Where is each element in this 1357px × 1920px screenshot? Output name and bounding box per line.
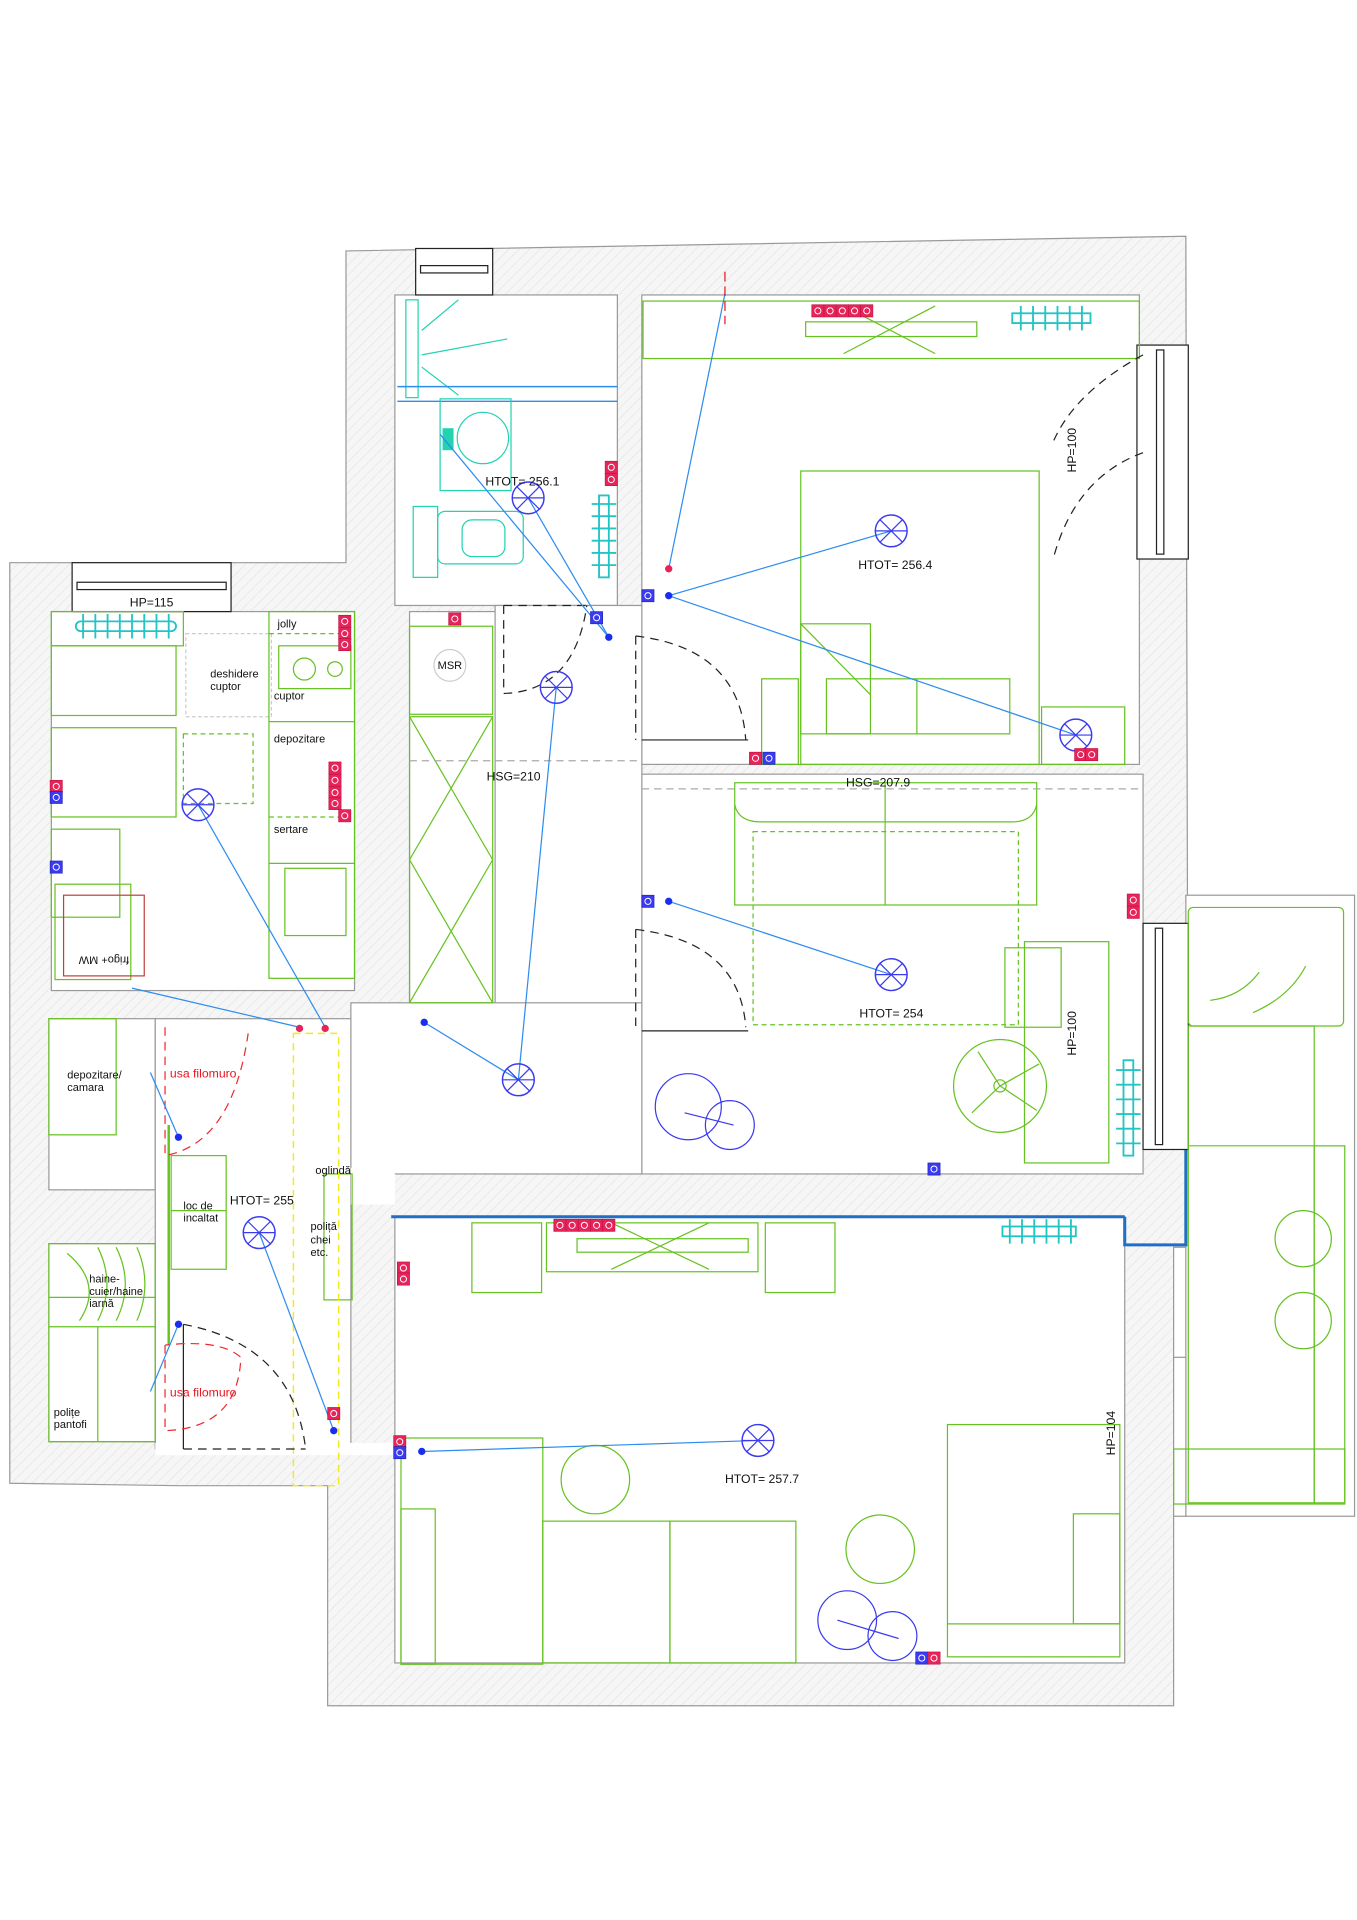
- shoe-shelves-label-2: pantofi: [54, 1419, 87, 1431]
- oven-opening-label-2: cuptor: [210, 681, 241, 693]
- tv-unit: [471, 1222, 836, 1294]
- corner-sofa: [400, 1423, 1121, 1665]
- living-window-height: HP=100: [1065, 1011, 1079, 1056]
- hall-connector: [350, 1002, 643, 1175]
- bathroom-ceiling-height: HTOT= 256.1: [485, 475, 559, 489]
- switches: [174, 565, 673, 1456]
- window-living: [1142, 922, 1189, 1151]
- kitchen-window-height: HP=115: [130, 596, 174, 610]
- hidden-door-storage-label: usa filomuro: [170, 1066, 237, 1080]
- kitchen: [50, 610, 356, 992]
- key-shelf-label-2: chei: [311, 1235, 331, 1247]
- storage-label: depozitare: [274, 733, 325, 745]
- oven-label: cuptor: [274, 691, 305, 703]
- corridor-closet: [408, 610, 496, 1010]
- doors: [164, 604, 749, 1450]
- radiator-bathroom: [591, 494, 617, 579]
- pendant-lamp-lower: [817, 1590, 918, 1662]
- wardrobe-room: [48, 1243, 156, 1443]
- electrical-wiring: [131, 271, 1077, 1453]
- clothes-label-2: cuier/haine: [89, 1286, 143, 1298]
- key-shelf-label-1: poliță: [311, 1221, 338, 1233]
- radiator-bedroom: [1011, 305, 1092, 331]
- living-ceiling-height: HTOT= 254: [859, 1006, 923, 1020]
- lower-living-window-height: HP=104: [1104, 1411, 1118, 1456]
- balcony: [1185, 894, 1356, 1517]
- shoe-shelves-label-1: polițe: [54, 1407, 80, 1419]
- radiator-lower-living: [1001, 1219, 1077, 1244]
- toilet: [412, 505, 524, 578]
- corridor-wardrobe: [408, 625, 494, 1004]
- window-bedroom: [1136, 344, 1189, 560]
- bedroom-wardrobe: [642, 300, 1141, 360]
- window-kitchen: [71, 562, 232, 613]
- bedroom-ceiling-height: HTOT= 256.4: [858, 558, 932, 572]
- radiator-kitchen: [74, 614, 177, 639]
- sofa-living: [734, 782, 1038, 1026]
- meter-label: MSR: [438, 660, 463, 672]
- drawers-label: sertare: [274, 824, 308, 836]
- shoe-place-label-2: incaltat: [183, 1213, 218, 1225]
- jolly-label: jolly: [277, 618, 297, 630]
- hall-storage-label-1: depozitare/: [67, 1070, 122, 1082]
- clothes-label-1: haine-: [89, 1274, 120, 1286]
- storage-room: [48, 1018, 156, 1191]
- bedroom-window-height: HP=100: [1065, 428, 1079, 473]
- hallway-ceiling-height: HTOT= 255: [230, 1194, 294, 1208]
- hall-furniture: [48, 1018, 353, 1443]
- mirror-label: oglindă: [315, 1165, 351, 1177]
- pendant-lamp-living: [654, 1073, 755, 1151]
- balcony-furniture: [1173, 906, 1346, 1505]
- hidden-door-wardrobe-label: usa filomuro: [170, 1385, 237, 1399]
- key-shelf-label-3: etc.: [311, 1247, 329, 1259]
- oven-opening-label-1: deshidere: [210, 669, 258, 681]
- radiator-living: [1116, 1059, 1141, 1157]
- kitchen-units: [50, 610, 356, 981]
- sink: [439, 398, 512, 492]
- corridor-false-ceiling: HSG=210: [487, 769, 541, 783]
- hall-storage-label-2: camara: [67, 1082, 105, 1094]
- shoe-place-label-1: loc de: [183, 1200, 212, 1212]
- entrance-hall: [154, 1018, 352, 1450]
- clothes-label-3: iarnă: [89, 1298, 114, 1310]
- living-false-ceiling: HSG=207.9: [846, 775, 910, 789]
- fridge-mw-label: frigo+ MW: [78, 953, 129, 965]
- shower: [397, 299, 618, 403]
- window-bathroom: [415, 247, 494, 296]
- office-chair: [952, 1038, 1048, 1133]
- desk: [1004, 941, 1110, 1164]
- bed: [761, 470, 1126, 766]
- lower-living-ceiling-height: HTOT= 257.7: [725, 1472, 799, 1486]
